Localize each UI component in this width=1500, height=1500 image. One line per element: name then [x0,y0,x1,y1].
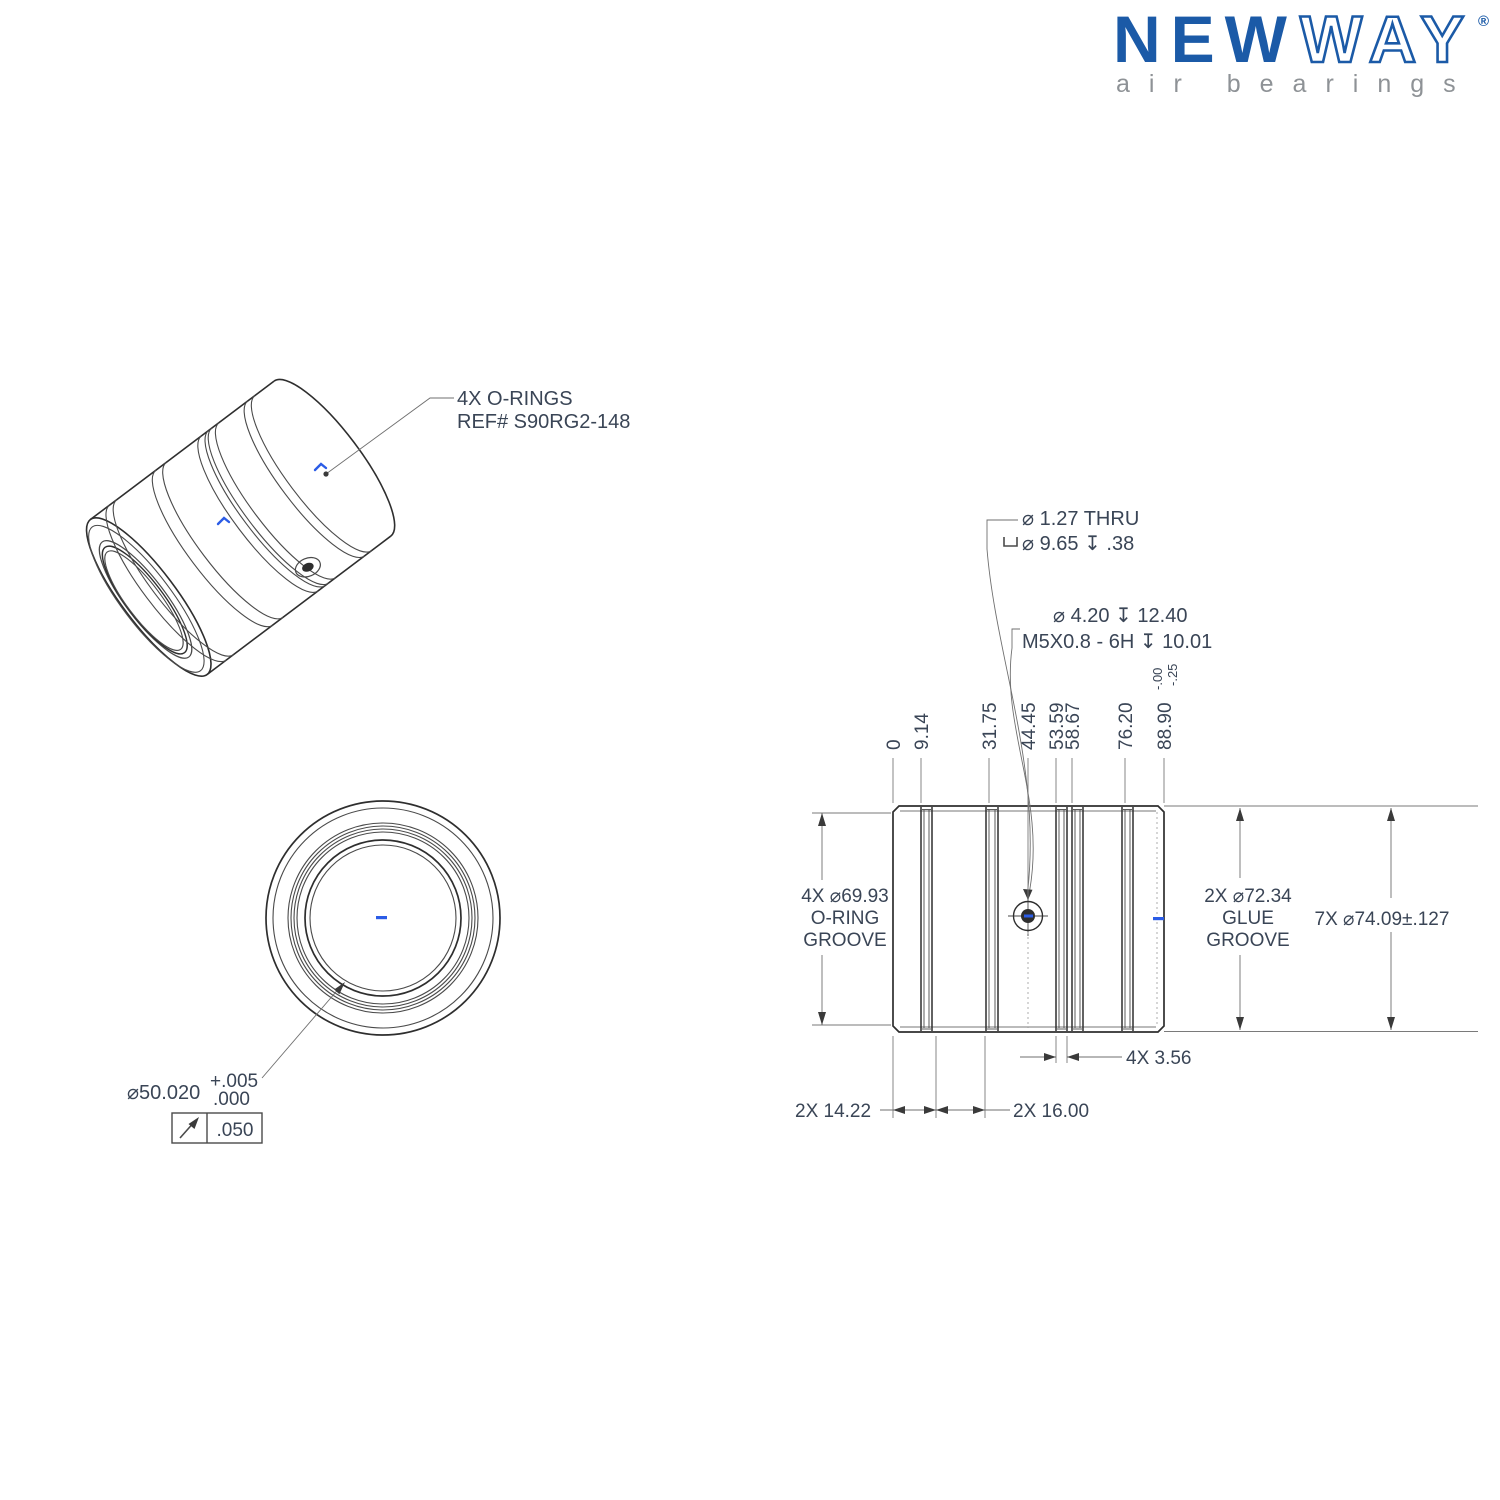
iso-vertex-marker-2 [313,462,328,472]
mid-width-label: 2X 16.00 [1013,1101,1089,1122]
iso-silhouette-top [89,380,275,521]
groove-band [1055,807,1068,1031]
groove-width-label: 4X 3.56 [1126,1048,1192,1069]
front-view: ⌀50.020 +.005 .000 .050 [127,800,501,1144]
circular-runout-icon [179,1117,199,1139]
bore-tol-upper: +.005 [210,1071,258,1092]
tap-callout: ⌀ 4.20 ↧ 12.40 M5X0.8 - 6H ↧ 10.01 [1011,605,1212,653]
tap-leader-spline [1009,647,1034,895]
oring-callout-line2: REF# S90RG2-148 [457,411,630,433]
counterbore-icon [1003,537,1018,547]
ordinate-max-tol-upper: -.00 [1150,668,1165,690]
groove-band [985,807,999,1031]
runout-value: .050 [217,1120,254,1141]
iso-groove-rings [105,395,372,663]
cbore-leader-elbow [986,519,1018,549]
groove-band [920,807,933,1031]
ordinate-extension-lines [892,758,1165,898]
oring-groove-dimension: 4X ⌀69.93 O-RING GROOVE [801,812,891,1026]
ordinate-label: 0 [884,739,905,750]
oring-groove-label-3: GROOVE [803,930,886,951]
side-part-outline [892,805,1165,1033]
logo-tagline: air bearings [1116,70,1475,98]
front-view-circles [265,800,501,1036]
ordinate-label: 44.45 [1019,702,1040,750]
outer-dia-label: 7X ⌀74.09±.127 [1315,909,1450,930]
oring-groove-label-1: 4X ⌀69.93 [801,886,889,907]
bore-dim-leader [261,985,342,1079]
glue-groove-dimension: 2X ⌀72.34 GLUE GROOVE [1204,808,1292,1030]
groove-band [1071,807,1084,1031]
cbore-line2: ⌀ 9.65 ↧ .38 [1022,533,1134,555]
tap-line2: M5X0.8 - 6H ↧ 10.01 [1022,631,1212,653]
outer-diameter-dimension: 7X ⌀74.09±.127 [1315,808,1450,1030]
oring-callout-line1: 4X O-RINGS [457,388,573,410]
isometric-view: 4X O-RINGS REF# S90RG2-148 [85,378,630,677]
glue-groove-label-1: 2X ⌀72.34 [1204,886,1292,907]
side-radial-hole [1008,896,1048,1028]
side-edge-marker [1153,917,1164,921]
iso-silhouette-bottom [206,535,392,676]
cbore-leader-spline [986,548,1031,898]
bore-dim-arrow [334,982,345,995]
ordinate-labels: 0 9.14 31.75 44.45 53.59 58.67 76.20 88.… [884,664,1180,750]
side-grooves [920,807,1134,1031]
tap-line1: ⌀ 4.20 ↧ 12.40 [1053,605,1187,627]
ordinate-label: 53.59 [1047,702,1068,750]
end-width-label: 2X 14.22 [795,1101,871,1122]
glue-groove-label-2: GLUE [1222,908,1274,929]
logo-word-way: WAY [1300,2,1474,76]
oring-callout-leader [325,397,454,475]
tap-leader-elbow [1011,628,1020,648]
iso-bore-inner [104,550,184,651]
oring-groove-label-2: O-RING [811,908,880,929]
iso-front-chamfer [88,524,205,673]
ordinate-label: 31.75 [980,702,1001,750]
bore-tol-lower: .000 [213,1089,250,1110]
ordinate-label: 76.20 [1116,702,1137,750]
iso-front-rim [85,517,212,677]
ordinate-max-tol-lower: -.25 [1165,664,1180,686]
cbore-line1: ⌀ 1.27 THRU [1022,508,1139,530]
logo-registered-mark: ® [1478,13,1489,30]
side-view: ⌀ 1.27 THRU ⌀ 9.65 ↧ .38 ⌀ 4.20 ↧ 12.40 … [795,508,1478,1122]
iso-back-rim [273,378,396,537]
ordinate-label: 9.14 [912,713,933,750]
iso-vertex-marker-1 [216,516,231,526]
groove-width-dimension: 4X 3.56 [1020,1036,1192,1069]
glue-groove-label-3: GROOVE [1206,930,1289,951]
newway-logo: NEW WAY ® air bearings [1113,1,1489,98]
ordinate-label-max: 88.90 [1155,702,1176,750]
groove-band [1121,807,1134,1031]
oring-callout-leader-dot [323,471,329,477]
hole-center-marker [1024,914,1033,918]
iso-body [85,378,396,677]
cbore-callout: ⌀ 1.27 THRU ⌀ 9.65 ↧ .38 [986,508,1139,555]
bottom-width-dimensions: 2X 14.22 2X 16.00 [795,1036,1089,1122]
feature-control-frame: .050 [171,1112,263,1144]
front-center-marker [376,916,387,920]
logo-word-new: NEW [1113,2,1297,76]
ordinate-label: 58.67 [1063,702,1084,750]
bore-dim-text: ⌀50.020 [127,1082,200,1104]
iso-radial-hole [294,556,321,578]
